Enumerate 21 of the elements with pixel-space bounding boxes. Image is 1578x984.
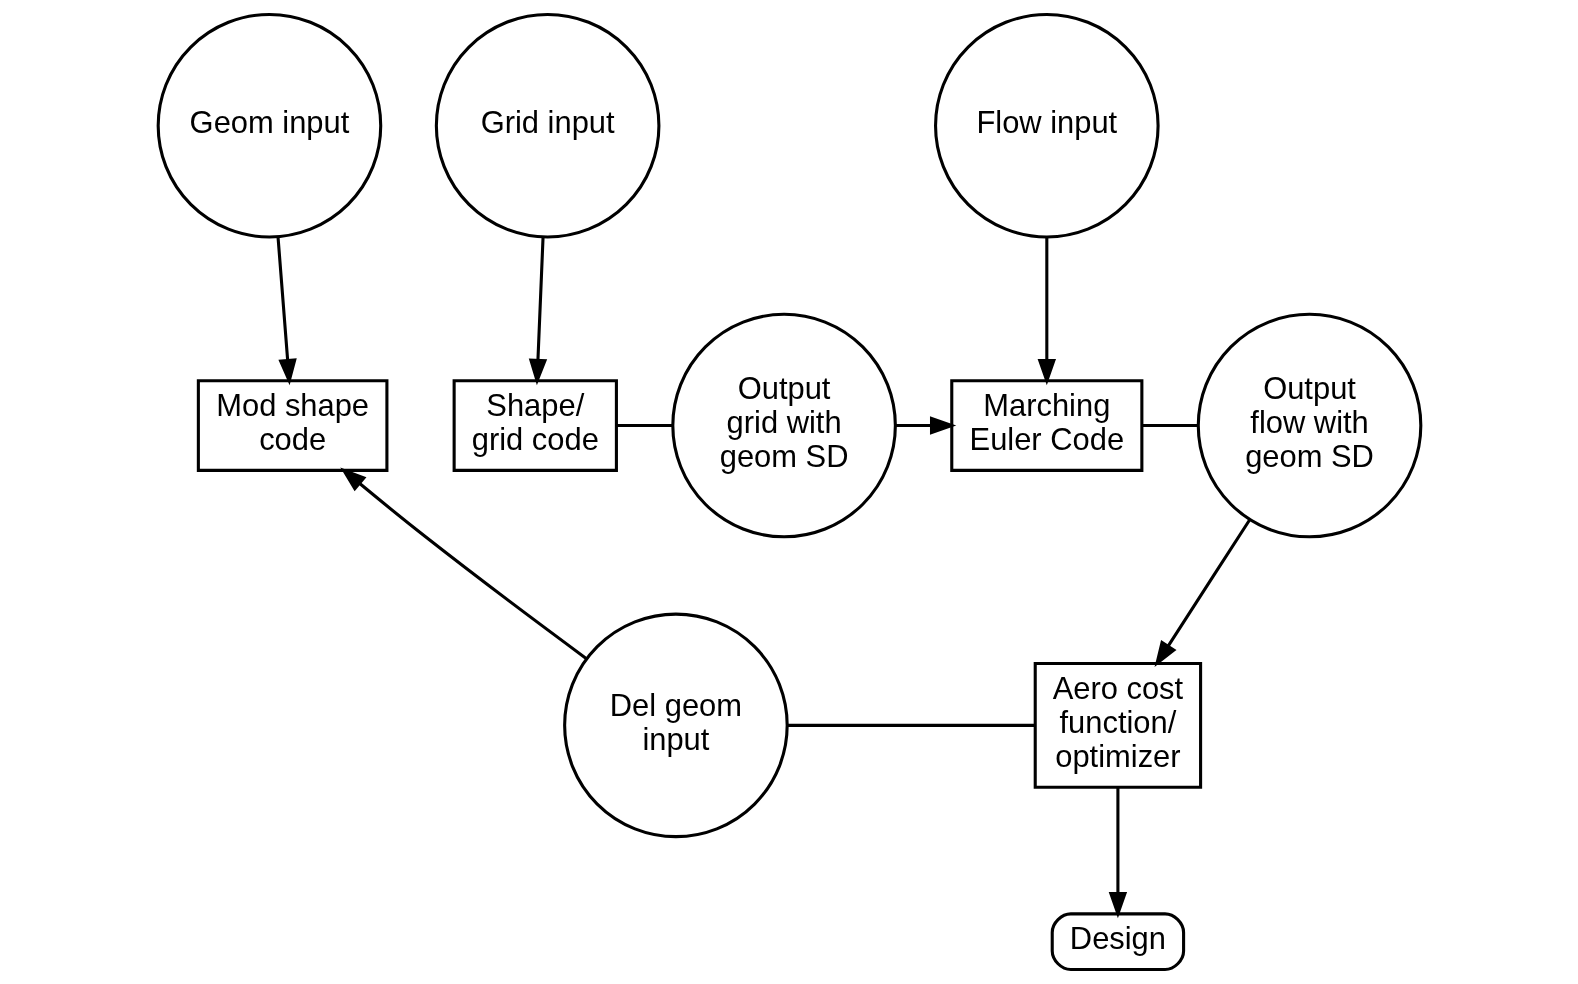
arrow [1037, 237, 1056, 386]
connector [615, 424, 673, 428]
node-circle: Del geom input [562, 612, 789, 839]
node-box: Marching Euler Code [949, 379, 1143, 472]
node-box: Mod shape code [196, 379, 388, 472]
node-circle: Output flow with geom SD [1196, 312, 1422, 539]
node-box: Shape/ grid code [452, 379, 618, 472]
node-circle: Grid input [434, 12, 660, 239]
node-circle: Output grid with geom SD [670, 312, 897, 539]
node-circle: Flow input [933, 12, 1160, 239]
arrow [1108, 787, 1127, 919]
arrow [894, 416, 956, 435]
node-box: Design [1050, 912, 1185, 972]
arrow [275, 236, 297, 386]
connector [1141, 424, 1198, 428]
node-circle: Geom input [156, 12, 382, 239]
arrow [528, 236, 547, 386]
connector [786, 723, 1035, 727]
node-box: Aero cost function/ optimizer [1033, 662, 1202, 789]
arrow [339, 467, 587, 660]
arrow [1154, 518, 1251, 668]
